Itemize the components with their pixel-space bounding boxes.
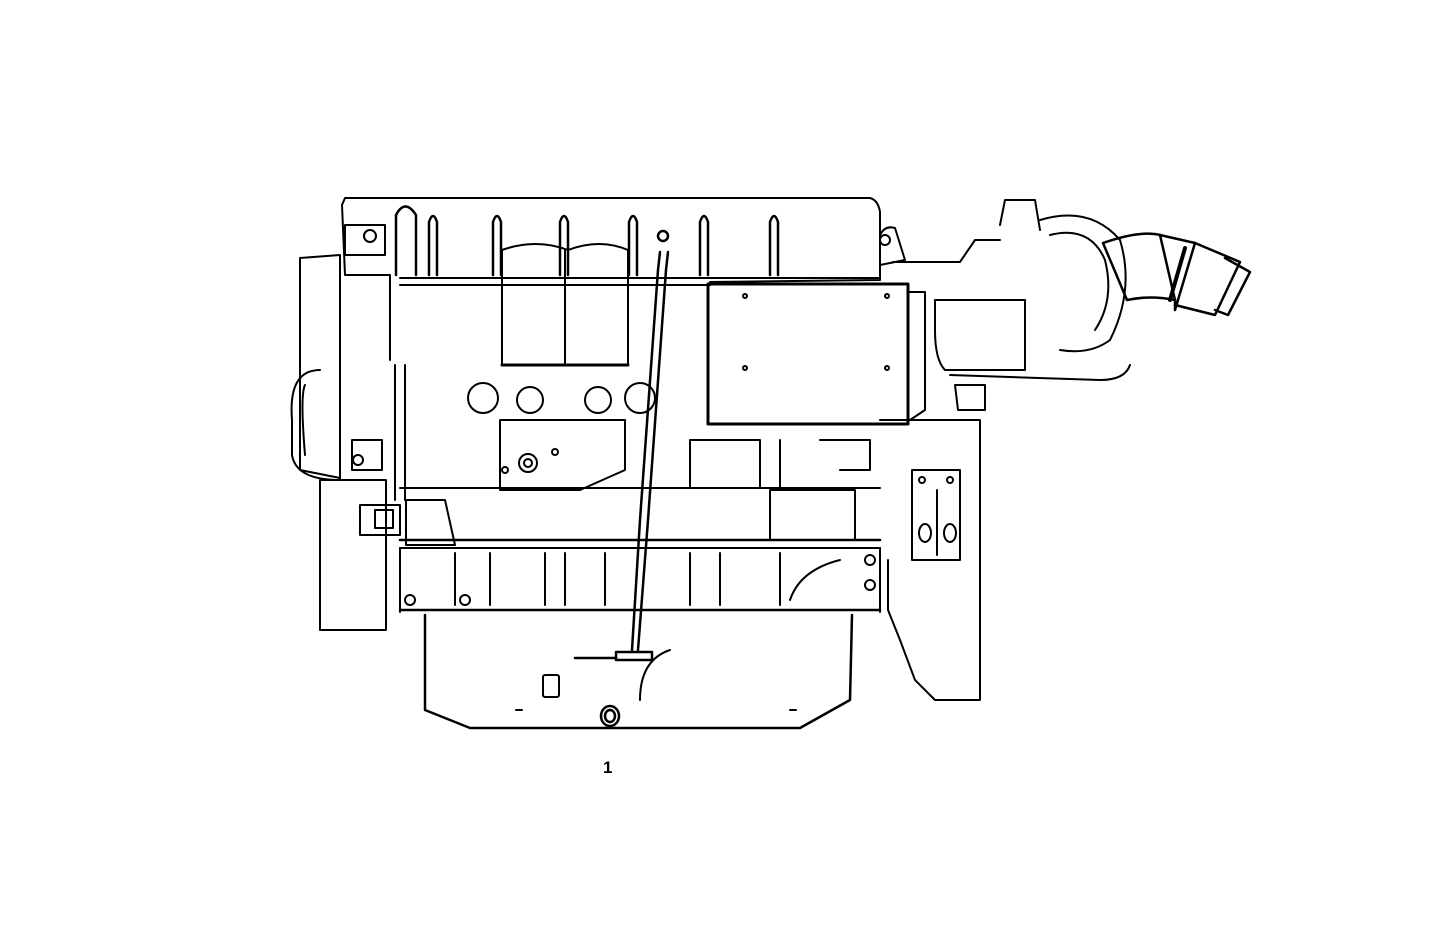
timing-cover: [468, 383, 655, 490]
dipstick: [575, 231, 668, 660]
flywheel-housing: [880, 420, 980, 700]
injector-posts: [396, 207, 778, 276]
oil-pan: [425, 615, 852, 728]
turbocharger: [880, 200, 1130, 410]
filter-canisters: [502, 244, 628, 365]
fuel-system-left: [292, 205, 405, 500]
valve-cover: [342, 198, 880, 285]
starter-motor: [690, 440, 870, 540]
engine-block: [400, 488, 880, 612]
callout-label-1: 1: [603, 758, 613, 777]
front-housing: [320, 480, 400, 630]
ecu-box: [708, 284, 925, 424]
intake-elbow: [1103, 234, 1250, 315]
block-ribs: [455, 553, 780, 605]
